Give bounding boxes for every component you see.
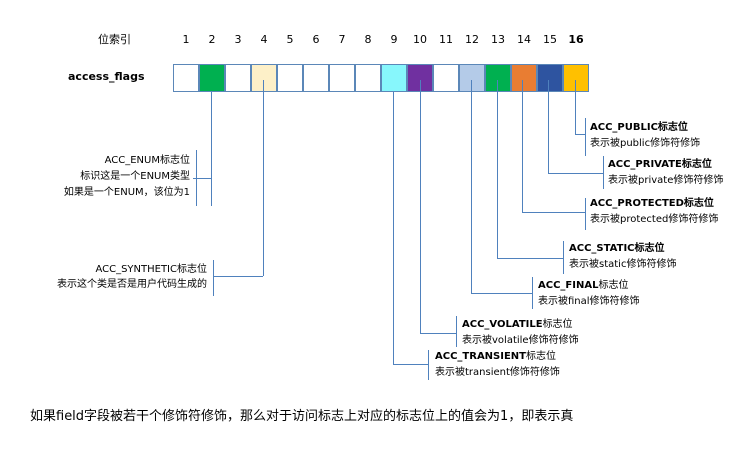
connector-volatile-horizontal: [420, 333, 456, 334]
bit-number-11: 11: [439, 33, 453, 46]
bit-number-5: 5: [286, 33, 294, 46]
bit-cell-9: [381, 64, 407, 92]
note-private-name: ACC_PRIVATE: [608, 159, 682, 170]
connector-protected-horizontal: [522, 212, 585, 213]
connector-enum-horizontal: [193, 178, 211, 179]
bit-cell-8: [355, 64, 381, 92]
bit-cell-6: [303, 64, 329, 92]
connector-public-horizontal: [575, 134, 585, 135]
connector-private-vertical: [548, 80, 549, 173]
footer-explanation: 如果field字段被若干个修饰符修饰，那么对于访问标志上对应的标志位上的值会为1…: [30, 409, 574, 424]
note-volatile-suffix: 标志位: [542, 319, 573, 330]
note-transient-suffix: 标志位: [526, 351, 556, 362]
note-protected-title: ACC_PROTECTED标志位: [590, 199, 714, 209]
bit-cell-5: [277, 64, 303, 92]
connector-static-vertical: [497, 80, 498, 258]
connector-synthetic-horizontal: [213, 276, 263, 277]
bit-cell-2: [199, 64, 225, 92]
bit-cell-12: [459, 64, 485, 92]
bit-number-1: 1: [182, 33, 190, 46]
note-volatile-title: ACC_VOLATILE标志位: [462, 320, 573, 330]
note-transient-title: ACC_TRANSIENT标志位: [435, 352, 556, 362]
connector-public-vertical: [575, 80, 576, 134]
note-enum-line1: 标识这是一个ENUM类型: [80, 171, 190, 182]
connector-private-horizontal: [548, 173, 603, 174]
bit-cell-15: [537, 64, 563, 92]
bracket-transient: [428, 350, 429, 380]
bracket-static: [563, 241, 564, 274]
note-enum-title: ACC_ENUM标志位: [104, 155, 190, 166]
note-synthetic-line1: 表示这个类是否是用户代码生成的: [57, 279, 207, 290]
connector-synthetic-vertical: [263, 80, 264, 276]
note-volatile-desc: 表示被volatile修饰符修饰: [462, 335, 579, 346]
bracket-protected: [585, 198, 586, 230]
bit-cell-16: [563, 64, 589, 92]
connector-final-horizontal: [471, 293, 532, 294]
bit-number-3: 3: [234, 33, 242, 46]
note-final-suffix: 标志位: [598, 280, 629, 291]
note-final-title: ACC_FINAL标志位: [538, 281, 628, 291]
note-protected-name: ACC_PROTECTED: [590, 198, 684, 209]
bit-number-16: 16: [568, 33, 584, 46]
connector-transient-horizontal: [393, 364, 428, 365]
connector-protected-vertical: [522, 80, 523, 212]
bit-cell-3: [225, 64, 251, 92]
bit-number-14: 14: [517, 33, 531, 46]
connector-final-vertical: [471, 80, 472, 293]
bit-cell-4: [251, 64, 277, 92]
bit-cell-11: [433, 64, 459, 92]
note-public-suffix: 标志位: [657, 122, 688, 133]
bit-number-15: 15: [543, 33, 557, 46]
bit-number-9: 9: [390, 33, 398, 46]
note-static-title: ACC_STATIC标志位: [569, 244, 665, 254]
note-transient-desc: 表示被transient修饰符修饰: [435, 367, 560, 378]
bracket-public: [585, 118, 586, 156]
note-public-name: ACC_PUBLIC: [590, 122, 658, 133]
note-static-desc: 表示被static修饰符修饰: [569, 259, 677, 270]
bit-cell-14: [511, 64, 537, 92]
note-protected-suffix: 标志位: [683, 198, 714, 209]
note-synthetic-title: ACC_SYNTHETIC标志位: [95, 264, 207, 275]
connector-enum-vertical: [211, 92, 212, 206]
connector-static-horizontal: [497, 258, 563, 259]
bracket-enum: [196, 150, 197, 206]
note-static-name: ACC_STATIC: [569, 243, 635, 254]
bit-number-8: 8: [364, 33, 372, 46]
note-enum-line2: 如果是一个ENUM，该位为1: [63, 187, 190, 198]
bit-cell-13: [485, 64, 511, 92]
bit-number-10: 10: [413, 33, 427, 46]
bit-cell-7: [329, 64, 355, 92]
connector-transient-vertical: [393, 92, 394, 364]
note-protected-desc: 表示被protected修饰符修饰: [590, 214, 719, 225]
note-private-title: ACC_PRIVATE标志位: [608, 160, 712, 170]
bracket-synthetic: [213, 260, 214, 296]
connector-volatile-vertical: [420, 80, 421, 333]
bit-number-12: 12: [465, 33, 479, 46]
bit-index-header: 位索引: [98, 33, 131, 46]
note-public-title: ACC_PUBLIC标志位: [590, 123, 688, 133]
access-flags-label: access_flags: [68, 70, 145, 83]
bit-number-6: 6: [312, 33, 320, 46]
bracket-final: [532, 277, 533, 309]
bit-number-7: 7: [338, 33, 346, 46]
bit-number-13: 13: [491, 33, 505, 46]
note-final-desc: 表示被final修饰符修饰: [538, 296, 640, 307]
note-public-desc: 表示被public修饰符修饰: [590, 138, 701, 149]
note-static-suffix: 标志位: [634, 243, 665, 254]
note-private-desc: 表示被private修饰符修饰: [608, 175, 724, 186]
note-volatile-name: ACC_VOLATILE: [462, 319, 543, 330]
bit-number-4: 4: [260, 33, 268, 46]
bit-number-2: 2: [208, 33, 216, 46]
bit-cell-1: [173, 64, 199, 92]
note-final-name: ACC_FINAL: [538, 280, 599, 291]
note-transient-name: ACC_TRANSIENT: [435, 351, 526, 362]
note-private-suffix: 标志位: [681, 159, 712, 170]
bracket-private: [603, 156, 604, 189]
bracket-volatile: [456, 316, 457, 347]
